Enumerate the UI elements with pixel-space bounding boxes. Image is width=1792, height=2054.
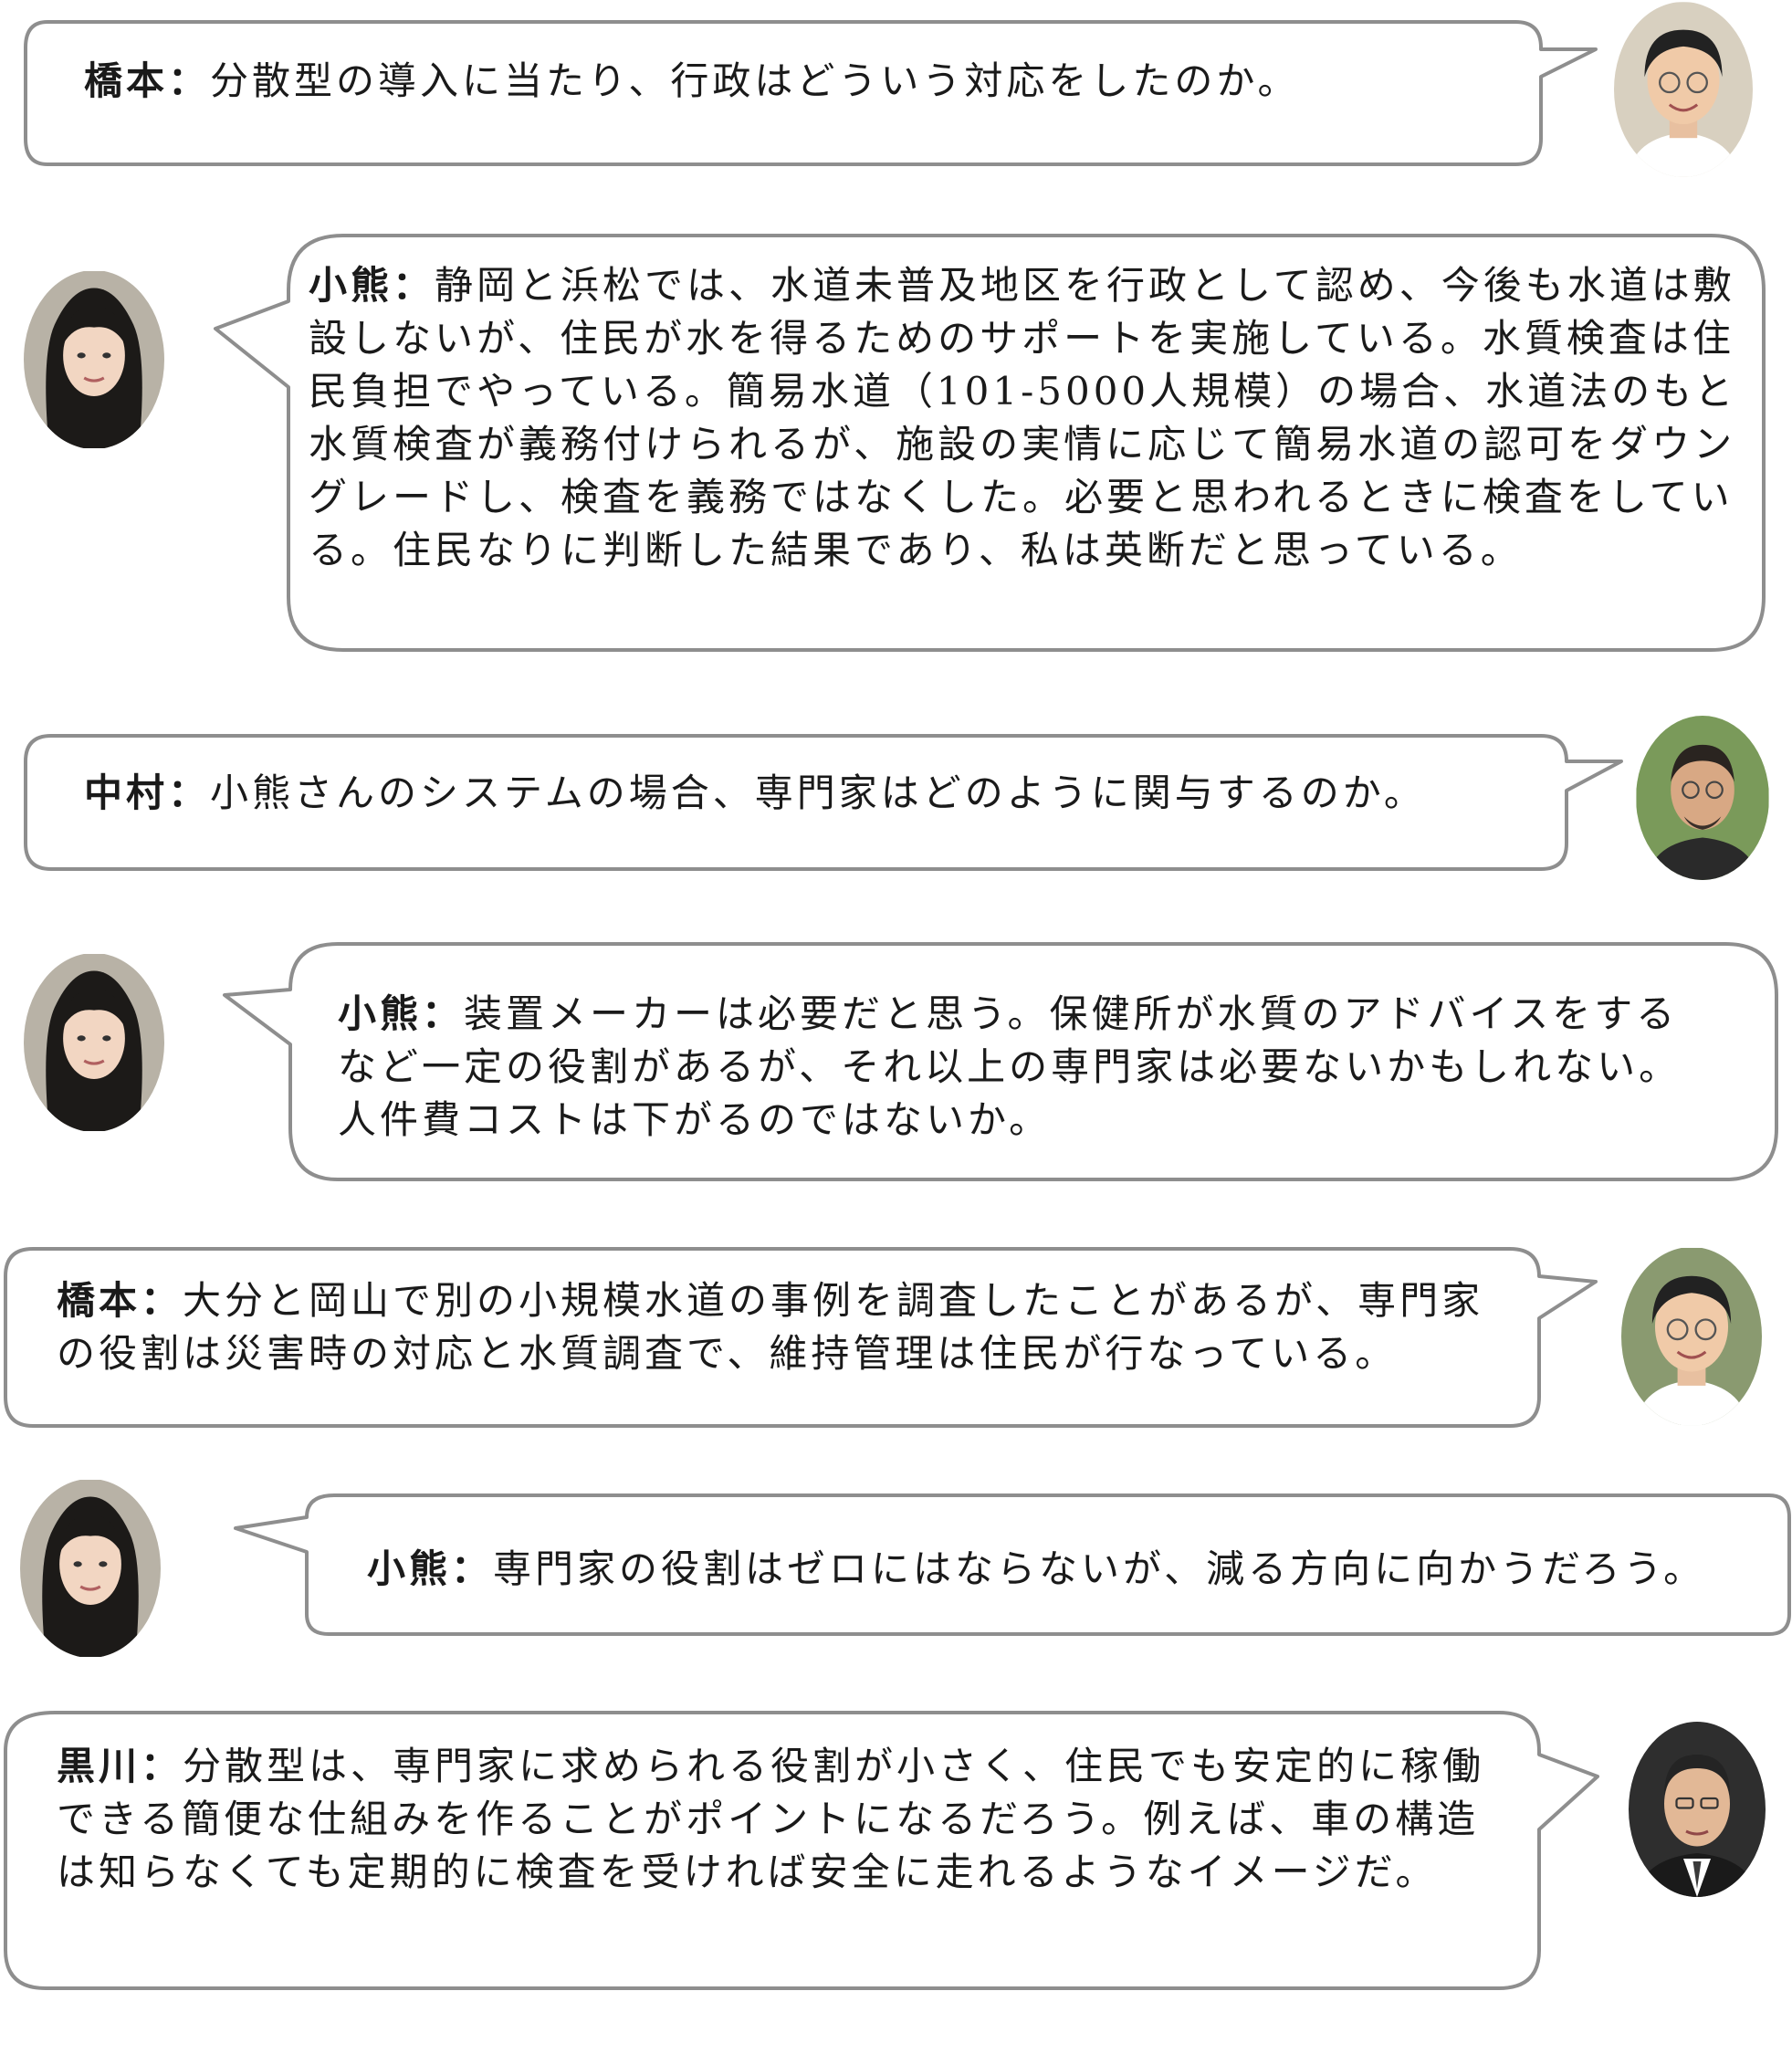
message-text: 橋本：分散型の導入に当たり、行政はどういう対応をしたのか。 bbox=[84, 55, 1508, 108]
speech-bubble-4 bbox=[223, 942, 1778, 1181]
message-body: 専門家の役割はゼロにはならないが、減る方向に向かうだろう。 bbox=[493, 1546, 1706, 1591]
speaker-name: 小熊： bbox=[309, 263, 435, 308]
male-glasses-avatar bbox=[1614, 2, 1753, 177]
speech-bubble-1 bbox=[24, 20, 1598, 166]
speaker-name: 小熊： bbox=[367, 1546, 494, 1591]
speaker-name: 橋本： bbox=[84, 58, 211, 103]
message-body: 小熊さんのシステムの場合、専門家はどのように関与するのか。 bbox=[210, 770, 1426, 815]
message-text: 中村：小熊さんのシステムの場合、専門家はどのように関与するのか。 bbox=[84, 767, 1545, 820]
male-beard-avatar bbox=[1636, 716, 1769, 880]
speaker-name: 橋本： bbox=[57, 1278, 183, 1323]
message-text: 小熊：装置メーカーは必要だと思う。保健所が水質のアドバイスをするなど一定の役割が… bbox=[338, 988, 1718, 1147]
message-body: 分散型は、専門家に求められる役割が小さく、住民でも安定的に稼働できる簡便な仕組み… bbox=[57, 1744, 1485, 1894]
message-body: 静岡と浜松では、水道未普及地区を行政として認め、今後も水道は敷設しないが、住民が… bbox=[309, 263, 1737, 572]
speaker-name: 黒川： bbox=[57, 1744, 183, 1788]
speaker-name: 小熊： bbox=[338, 991, 465, 1036]
message-text: 小熊：静岡と浜松では、水道未普及地区を行政として認め、今後も水道は敷設しないが、… bbox=[309, 259, 1756, 577]
male-glasses-avatar bbox=[1621, 1247, 1762, 1426]
message-body: 分散型の導入に当たり、行政はどういう対応をしたのか。 bbox=[210, 58, 1300, 103]
message-body: 大分と岡山で別の小規模水道の事例を調査したことがあるが、専門家の役割は災害時の対… bbox=[57, 1278, 1484, 1376]
message-text: 小熊：専門家の役割はゼロにはならないが、減る方向に向かうだろう。 bbox=[367, 1543, 1791, 1596]
male-suit-avatar bbox=[1629, 1722, 1766, 1897]
message-text: 橋本：大分と岡山で別の小規模水道の事例を調査したことがあるが、専門家の役割は災害… bbox=[57, 1274, 1517, 1380]
speech-bubble-3 bbox=[24, 734, 1623, 871]
speech-bubble-5 bbox=[4, 1247, 1598, 1428]
speaker-name: 中村： bbox=[84, 770, 211, 815]
speech-bubble-2 bbox=[214, 234, 1766, 652]
female-avatar bbox=[24, 953, 164, 1132]
message-text: 黒川：分散型は、専門家に求められる役割が小さく、住民でも安定的に稼働できる簡便な… bbox=[57, 1740, 1517, 1899]
speech-bubble-7 bbox=[4, 1711, 1599, 1990]
female-avatar bbox=[24, 270, 164, 449]
speech-bubble-6 bbox=[234, 1493, 1791, 1636]
female-avatar bbox=[20, 1479, 161, 1658]
message-body: 装置メーカーは必要だと思う。保健所が水質のアドバイスをするなど一定の役割があるが… bbox=[338, 991, 1682, 1142]
